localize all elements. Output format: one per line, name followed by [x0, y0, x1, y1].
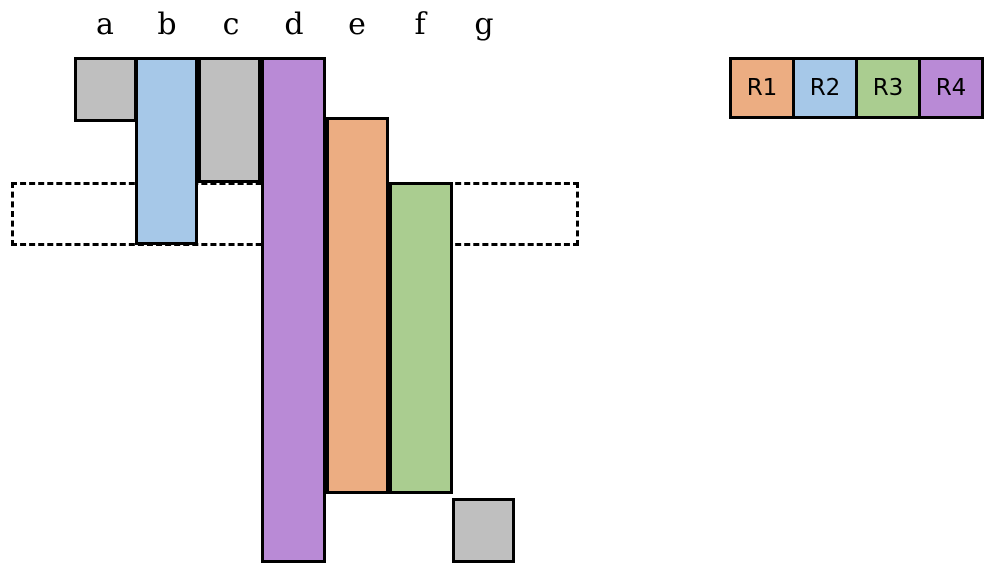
column-label-b: b: [157, 7, 177, 42]
legend-item-r2[interactable]: R2: [792, 57, 858, 119]
legend-item-label: R4: [935, 75, 967, 101]
bar-a[interactable]: [74, 57, 137, 122]
column-label-g: g: [474, 7, 494, 42]
bar-b[interactable]: [135, 57, 198, 245]
bar-c[interactable]: [198, 57, 261, 183]
column-label-e: e: [348, 7, 366, 42]
legend-item-r1[interactable]: R1: [729, 57, 795, 119]
bar-f[interactable]: [389, 182, 453, 494]
column-label-f: f: [414, 7, 426, 42]
bar-g[interactable]: [452, 498, 515, 563]
legend-item-label: R2: [809, 75, 841, 101]
legend: R1 R2 R3 R4: [729, 57, 984, 119]
column-label-c: c: [222, 7, 240, 42]
legend-item-label: R1: [746, 75, 778, 101]
bar-e[interactable]: [326, 117, 389, 494]
bar-d[interactable]: [261, 57, 326, 563]
legend-item-label: R3: [872, 75, 904, 101]
legend-item-r4[interactable]: R4: [918, 57, 984, 119]
column-label-d: d: [284, 7, 304, 42]
column-label-a: a: [96, 7, 114, 42]
legend-item-r3[interactable]: R3: [855, 57, 921, 119]
